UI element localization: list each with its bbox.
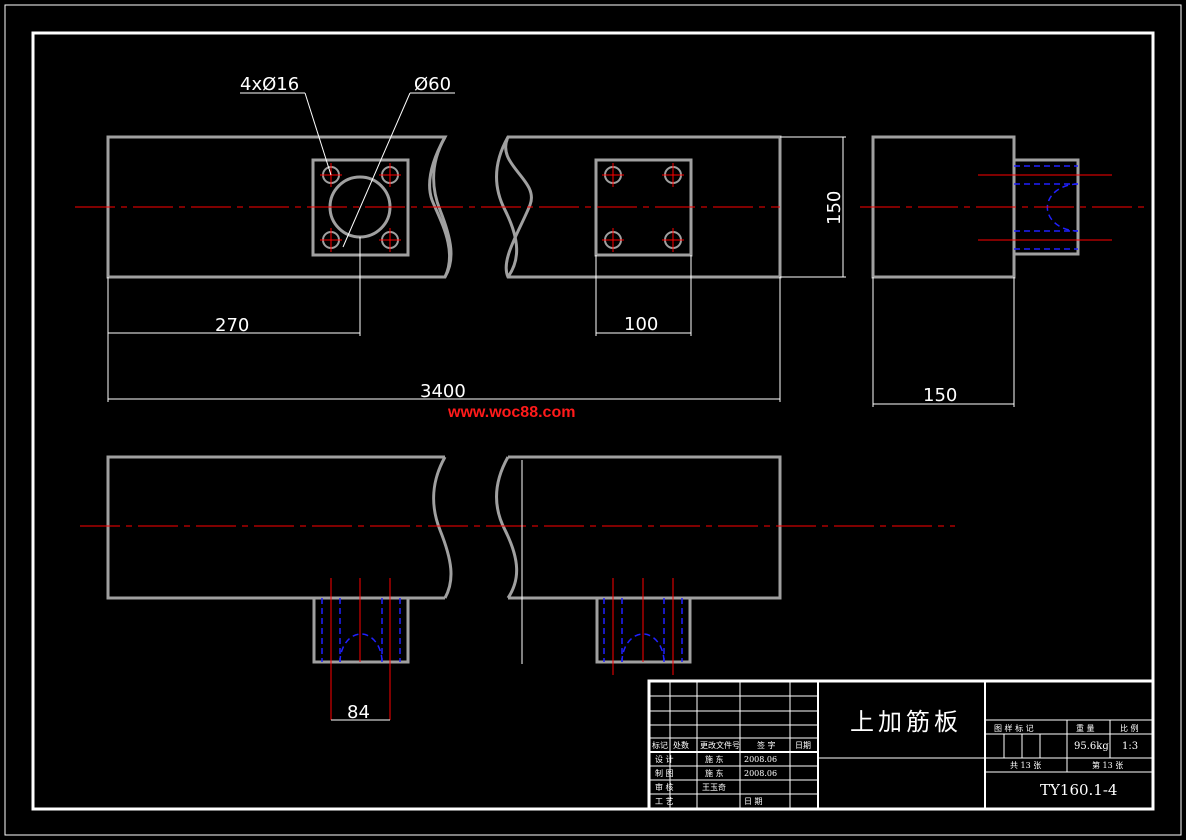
drawing-title: 上加筋板: [850, 708, 962, 736]
tb-name: 施 东: [705, 768, 724, 778]
break-line-right: [495, 456, 519, 599]
break-line-left: [432, 456, 453, 599]
tb-weight-label: 重 量: [1076, 723, 1095, 733]
center-hole-callout: Ø60: [414, 74, 451, 95]
tb-scale-label: 比 例: [1120, 723, 1139, 733]
tb-role: 工 艺: [655, 797, 674, 806]
leader-bolt-holes: [304, 92, 332, 176]
tb-sheet-no: 第 13 张: [1092, 760, 1123, 770]
title-block-frame: [647, 679, 1155, 811]
tb-drawing-mark-label: 图 样 标 记: [994, 723, 1034, 733]
hidden-arc: [339, 633, 383, 663]
bolt-holes-callout: 4xØ16: [240, 74, 299, 95]
drawing-border: [31, 31, 1155, 811]
watermark: www.woc88.com: [447, 404, 575, 421]
tb-date: 2008.06: [744, 755, 777, 764]
tb-name: 王玉奇: [702, 782, 726, 792]
tb-header-quantity: 处数: [673, 740, 689, 750]
tb-header-signature: 签 字: [757, 740, 776, 750]
tb-total-sheets: 共 13 张: [1010, 761, 1041, 770]
break-line-left: [432, 136, 453, 278]
dim-3400: 3400: [420, 381, 466, 402]
title-block: 标记 处数 更改文件号 签 字 日期 设 计 施 东 2008.06 制 图 施…: [647, 679, 1155, 811]
side-view: 150: [860, 135, 1150, 407]
hidden-arc: [621, 633, 665, 663]
front-view: 4xØ16 Ø60 270 100 3400 150: [75, 74, 846, 402]
beam-right-segment: [508, 455, 782, 600]
leader-center-hole: [342, 92, 411, 248]
tb-weight-value: 95.6kg: [1074, 741, 1109, 752]
beam-right-segment: [504, 135, 782, 279]
tb-header-change-doc: 更改文件号: [700, 740, 740, 750]
tb-role: 制 图: [655, 768, 674, 778]
dim-84: 84: [347, 702, 370, 723]
bottom-plate-left: [312, 596, 410, 664]
dim-150-horizontal: 150: [923, 385, 957, 406]
outer-frame: [4, 4, 1182, 836]
break-line-right: [495, 136, 519, 278]
tb-date: 2008.06: [744, 769, 777, 778]
tb-date-label: 日 期: [744, 797, 763, 806]
tb-role: 设 计: [655, 754, 674, 764]
tb-role: 审 核: [655, 782, 674, 792]
dim-270: 270: [215, 315, 249, 336]
dim-150-vertical: 150: [824, 191, 845, 225]
beam-left-segment: [106, 455, 445, 600]
dim-100: 100: [624, 314, 658, 335]
tb-header-date: 日期: [795, 741, 811, 750]
tb-header-mark: 标记: [652, 740, 668, 750]
drawing-number: TY160.1-4: [1040, 781, 1117, 799]
tb-name: 施 东: [705, 754, 724, 764]
top-view: 84: [80, 455, 955, 723]
tb-scale-value: 1:3: [1122, 741, 1138, 752]
